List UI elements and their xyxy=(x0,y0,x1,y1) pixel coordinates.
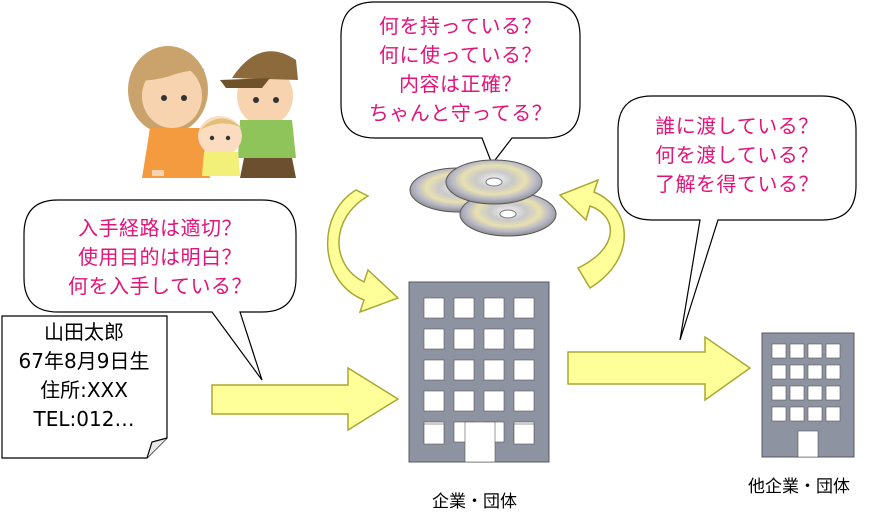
building-window xyxy=(423,390,445,412)
other-company-label: 他企業・団体 xyxy=(748,477,850,497)
building-window xyxy=(807,364,823,380)
transfer-arrow xyxy=(567,335,752,402)
building-window xyxy=(513,390,535,412)
company-label: 企業・団体 xyxy=(432,492,517,512)
building-window xyxy=(825,406,841,422)
card-line-tel: TEL:012… xyxy=(33,407,135,431)
transfer-bubble xyxy=(617,95,857,341)
building-window xyxy=(483,297,505,319)
building-window xyxy=(423,328,445,350)
building-icon xyxy=(408,281,550,463)
building-window xyxy=(513,359,535,381)
curved-arrow-left xyxy=(326,189,400,314)
card-fold xyxy=(146,437,168,459)
bubble-line: 誰に渡している？ xyxy=(655,114,819,138)
building-window xyxy=(771,385,787,401)
bubble-line: 何に使っている？ xyxy=(379,43,542,67)
building-window xyxy=(825,343,841,359)
building-window xyxy=(771,406,787,422)
disc-icon xyxy=(445,159,543,205)
bubble-line: 内容は正確？ xyxy=(399,72,522,96)
building-window xyxy=(483,390,505,412)
building-window xyxy=(807,385,823,401)
building-window xyxy=(771,364,787,380)
data-handling-text: 何を持っている？ 何に使っている？ 内容は正確？ ちゃんと守ってる？ xyxy=(341,12,580,128)
collection-text: 入手経路は適切？ 使用目的は明白？ 何を入手している？ xyxy=(24,214,296,301)
building-window xyxy=(807,343,823,359)
building-window xyxy=(453,297,475,319)
card-line-address: 住所:XXX xyxy=(40,378,128,402)
building-window xyxy=(513,328,535,350)
bubble-line: 使用目的は明白？ xyxy=(78,245,242,269)
building-window xyxy=(423,359,445,381)
building-window xyxy=(807,406,823,422)
building-window xyxy=(789,343,805,359)
building-window xyxy=(453,390,475,412)
bubble-line: 何を渡している？ xyxy=(655,143,819,167)
building-window xyxy=(423,423,445,445)
building-window xyxy=(789,364,805,380)
bubble-line: 了解を得ている？ xyxy=(655,172,819,196)
building-window xyxy=(513,423,535,445)
bubble-line: ちゃんと守ってる？ xyxy=(368,101,553,125)
bubble-line: 入手経路は適切？ xyxy=(78,216,242,240)
building-window xyxy=(771,343,787,359)
building-window xyxy=(825,364,841,380)
building-window xyxy=(453,328,475,350)
bubble-line: 何を入手している？ xyxy=(68,274,252,298)
data-handling-bubble xyxy=(340,1,581,166)
building-window xyxy=(513,297,535,319)
building-window xyxy=(423,297,445,319)
personal-card-text: 山田太郎 67年8月9日生 住所:XXX TEL:012… xyxy=(4,318,164,434)
building-window xyxy=(789,385,805,401)
building-window xyxy=(483,359,505,381)
building-window xyxy=(825,385,841,401)
collection-bubble xyxy=(23,199,297,381)
building-window xyxy=(453,359,475,381)
building-window xyxy=(483,328,505,350)
card-line-name: 山田太郎 xyxy=(44,320,124,344)
card-line-birth: 67年8月9日生 xyxy=(18,349,150,373)
building-icon xyxy=(761,332,855,458)
transfer-text: 誰に渡している？ 何を渡している？ 了解を得ている？ xyxy=(618,112,856,199)
building-window xyxy=(789,406,805,422)
collect-arrow xyxy=(211,366,400,432)
curved-arrow-right xyxy=(558,178,625,290)
bubble-line: 何を持っている？ xyxy=(379,14,542,38)
